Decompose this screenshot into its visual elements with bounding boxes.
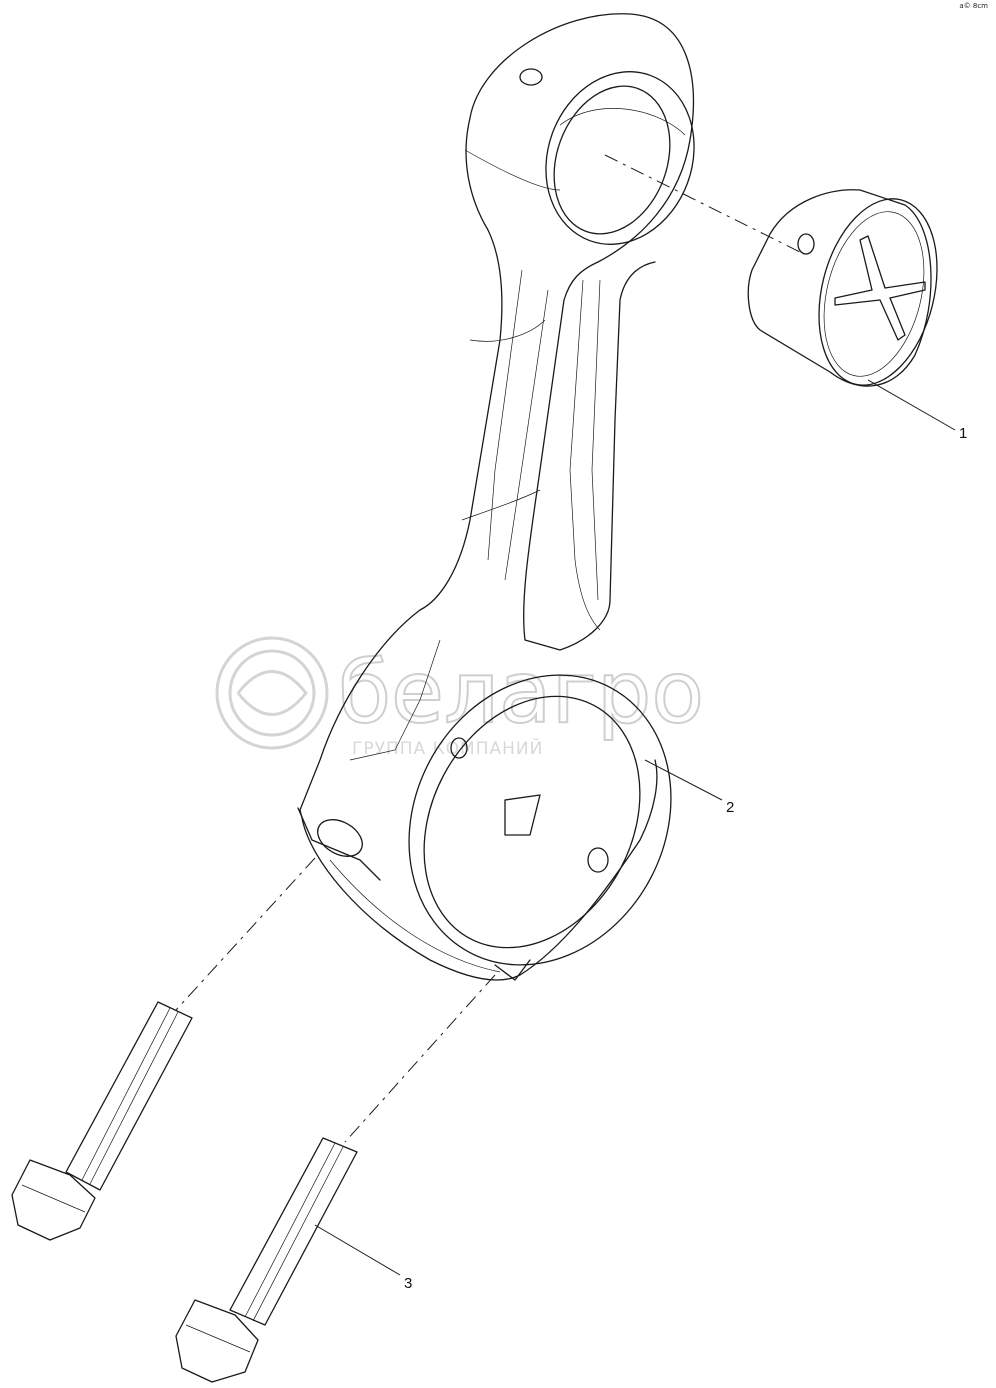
callout-2: 2 — [644, 759, 734, 816]
callout-1: 1 — [867, 379, 967, 442]
watermark-brand: белагро — [338, 643, 704, 743]
callout-label-1: 1 — [959, 425, 967, 442]
watermark-logo — [215, 636, 329, 750]
connecting-rod-bolt-lower — [175, 1137, 358, 1383]
connecting-rod-bolt-upper — [11, 1001, 193, 1241]
callout-label-2: 2 — [726, 799, 734, 816]
assembly-axis-lines — [175, 154, 801, 1143]
callout-3: 3 — [314, 1224, 412, 1292]
watermark-subtitle: ГРУППА КОМПАНИЙ — [352, 737, 543, 759]
watermark: белагро ГРУППА КОМПАНИЙ — [215, 636, 705, 759]
connecting-rod — [297, 13, 695, 981]
corner-code: a© 8cm — [959, 2, 988, 10]
piston-pin-bushing — [747, 189, 938, 387]
callout-label-3: 3 — [404, 1275, 412, 1292]
